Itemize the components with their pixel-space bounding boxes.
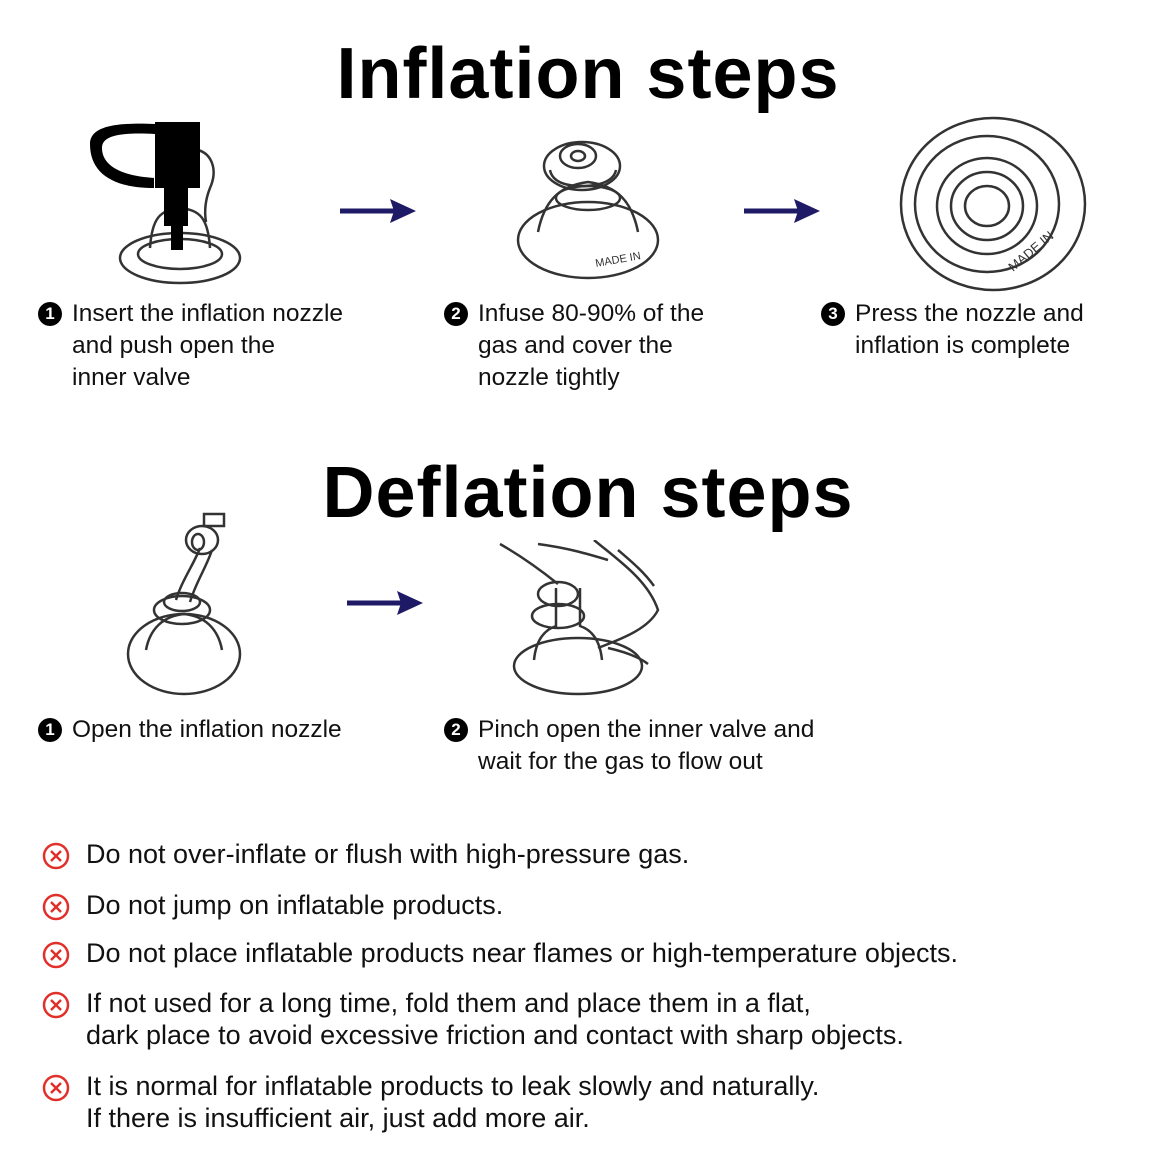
prohibited-icon: [42, 941, 70, 969]
step-number-badge: 2: [444, 718, 468, 742]
warning-item: Do not over-inflate or flush with high-p…: [40, 838, 1150, 870]
step-number-badge: 3: [821, 302, 845, 326]
prohibited-icon: [42, 842, 70, 870]
deflation-step-1: 1 Open the inflation nozzle: [38, 714, 398, 746]
warning-text: If not used for a long time, fold them a…: [86, 988, 904, 1050]
pinch-valve-illustration: [499, 540, 660, 696]
warning-item: It is normal for inflatable products to …: [40, 1070, 1150, 1134]
inflation-step-3: 3 Press the nozzle and inflation is comp…: [821, 298, 1151, 362]
open-nozzle-illustration: [126, 512, 242, 696]
inflation-title: Inflation steps: [336, 34, 840, 114]
prohibited-icon: [42, 991, 70, 1019]
step-number-badge: 1: [38, 302, 62, 326]
right-arrow-icon: [340, 199, 416, 223]
warning-text: Do not jump on inflatable products.: [86, 890, 504, 920]
warning-item: Do not place inflatable products near fl…: [40, 937, 1150, 969]
right-arrow-icon: [744, 199, 820, 223]
step-number-badge: 2: [444, 302, 468, 326]
step-text: Infuse 80-90% of the gas and cover the n…: [478, 300, 705, 391]
right-arrow-icon: [347, 591, 423, 615]
step-text: Pinch open the inner valve and wait for …: [478, 716, 815, 775]
inflation-nozzle-illustration: [90, 122, 242, 285]
prohibited-icon: [42, 893, 70, 921]
svg-text:MADE IN: MADE IN: [1005, 228, 1056, 274]
deflation-title: Deflation steps: [322, 453, 854, 533]
step-text: Press the nozzle and inflation is comple…: [855, 300, 1084, 359]
valve-cap-illustration: MADE IN: [516, 140, 660, 280]
step-text: Open the inflation nozzle: [72, 716, 342, 743]
warning-item: Do not jump on inflatable products.: [40, 889, 1150, 921]
warning-item: If not used for a long time, fold them a…: [40, 987, 1150, 1051]
warning-text: Do not place inflatable products near fl…: [86, 938, 958, 968]
warning-text: It is normal for inflatable products to …: [86, 1071, 820, 1133]
warning-list: Do not over-inflate or flush with high-p…: [40, 838, 1150, 1134]
prohibited-icon: [42, 1074, 70, 1102]
inflation-step-2: 2 Infuse 80-90% of the gas and cover the…: [444, 298, 784, 394]
inflation-step-1: 1 Insert the inflation nozzle and push o…: [38, 298, 398, 394]
deflation-step-2: 2 Pinch open the inner valve and wait fo…: [444, 714, 864, 778]
valve-top-view-illustration: MADE IN: [899, 116, 1087, 292]
step-text: Insert the inflation nozzle and push ope…: [72, 300, 344, 391]
warning-text: Do not over-inflate or flush with high-p…: [86, 839, 690, 869]
step-number-badge: 1: [38, 718, 62, 742]
